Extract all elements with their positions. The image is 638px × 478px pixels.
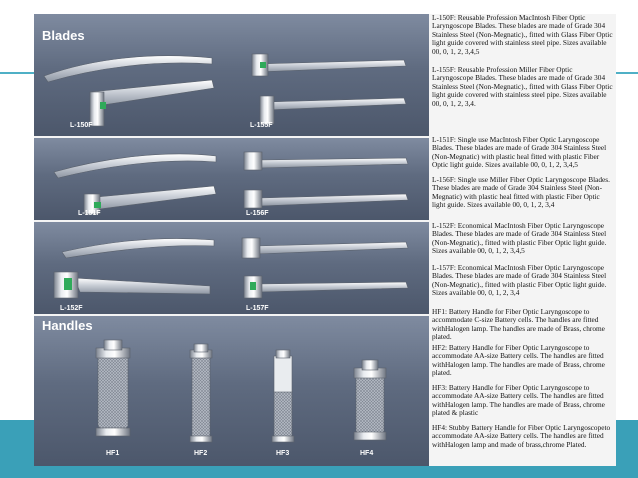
blades-panel-1: Blades L-150F L-155F xyxy=(34,14,429,136)
handles-panel: Handles HF1 HF2 HF3 HF4 xyxy=(34,316,429,466)
label-hf3: HF3 xyxy=(276,450,290,457)
blade-image-l151f xyxy=(53,153,217,215)
label-l150f: L-150F xyxy=(70,122,93,129)
section-title-blades: Blades xyxy=(42,28,85,43)
label-l155f: L-155F xyxy=(250,122,273,129)
handle-image-hf3 xyxy=(271,349,295,443)
description-hf2: HF2: Battery Handle for Fiber Optic Lary… xyxy=(432,343,605,378)
blades-panel-2: L-151F L-156F xyxy=(34,138,429,220)
accent-line-right xyxy=(612,72,638,74)
blade-image-l152f xyxy=(53,238,215,299)
description-hf1: HF1: Battery Handle for Fiber Optic Lary… xyxy=(432,307,605,342)
description-l157f: L-157F: Economical MacIntosh Fiber Optic… xyxy=(432,263,607,298)
handle-image-hf1 xyxy=(95,339,131,437)
label-l156f: L-156F xyxy=(246,210,269,217)
blade-image-l150f xyxy=(43,55,215,127)
label-hf4: HF4 xyxy=(360,450,374,457)
handle-image-hf4 xyxy=(353,359,387,441)
label-l157f: L-157F xyxy=(246,305,269,312)
description-hf4: HF4: Stubby Battery Handle for Fiber Opt… xyxy=(432,423,611,449)
label-l152f: L-152F xyxy=(60,305,83,312)
catalog-page: Blades L-150F L-155F xyxy=(34,14,616,466)
description-l151f: L-151F: Single use MacIntosh Fiber Optic… xyxy=(432,135,607,170)
label-hf2: HF2 xyxy=(194,450,208,457)
description-l155f: L-155F: Reusable Profession Miller Fiber… xyxy=(432,65,613,108)
label-l151f: L-151F xyxy=(78,210,101,217)
label-hf1: HF1 xyxy=(106,450,120,457)
blades-panel-3: L-152F L-157F xyxy=(34,222,429,314)
description-l156f: L-156F: Single use Miller Fiber Optic La… xyxy=(432,175,610,210)
handle-image-hf2 xyxy=(189,343,213,443)
description-l150f: L-150F: Reusable Profession MacIntosh Fi… xyxy=(432,14,613,56)
accent-line-left xyxy=(0,72,36,74)
section-title-handles: Handles xyxy=(42,318,93,333)
blade-image-l157f xyxy=(241,237,409,299)
description-hf3: HF3: Battery Handle for Fiber Optic Lary… xyxy=(432,383,605,418)
blade-image-l155f xyxy=(251,53,407,125)
blade-image-l156f xyxy=(243,151,409,209)
description-l152f: L-152F: Economical MacIntosh Fiber Optic… xyxy=(432,221,607,256)
